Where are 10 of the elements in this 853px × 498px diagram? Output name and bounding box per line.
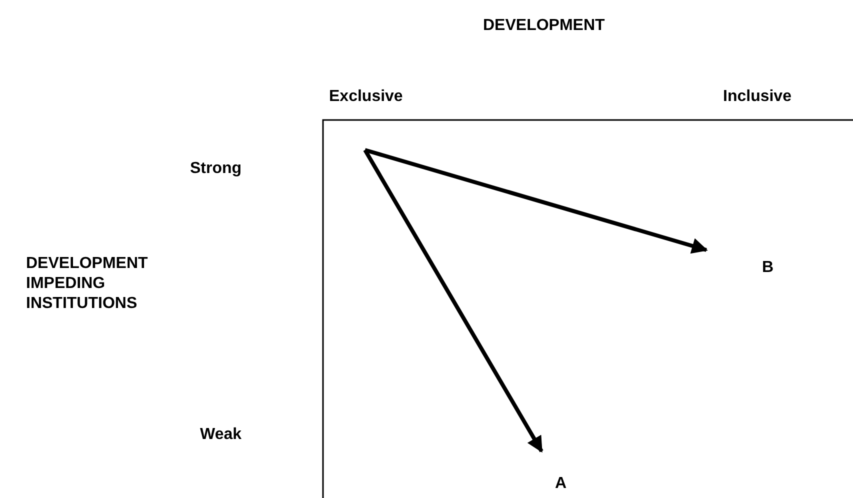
axis-label: Weak xyxy=(200,425,242,445)
axis-label: Exclusive xyxy=(329,87,403,107)
point-label: B xyxy=(762,258,774,278)
arrow xyxy=(364,148,708,254)
point-label: A xyxy=(555,474,567,494)
arrow xyxy=(363,148,544,453)
axis-title: DEVELOPMENT xyxy=(483,16,605,36)
axis-label: Inclusive xyxy=(723,87,792,107)
axis-title: DEVELOPMENT IMPEDING INSTITUTIONS xyxy=(26,254,149,314)
axis-label: Strong xyxy=(190,159,242,179)
